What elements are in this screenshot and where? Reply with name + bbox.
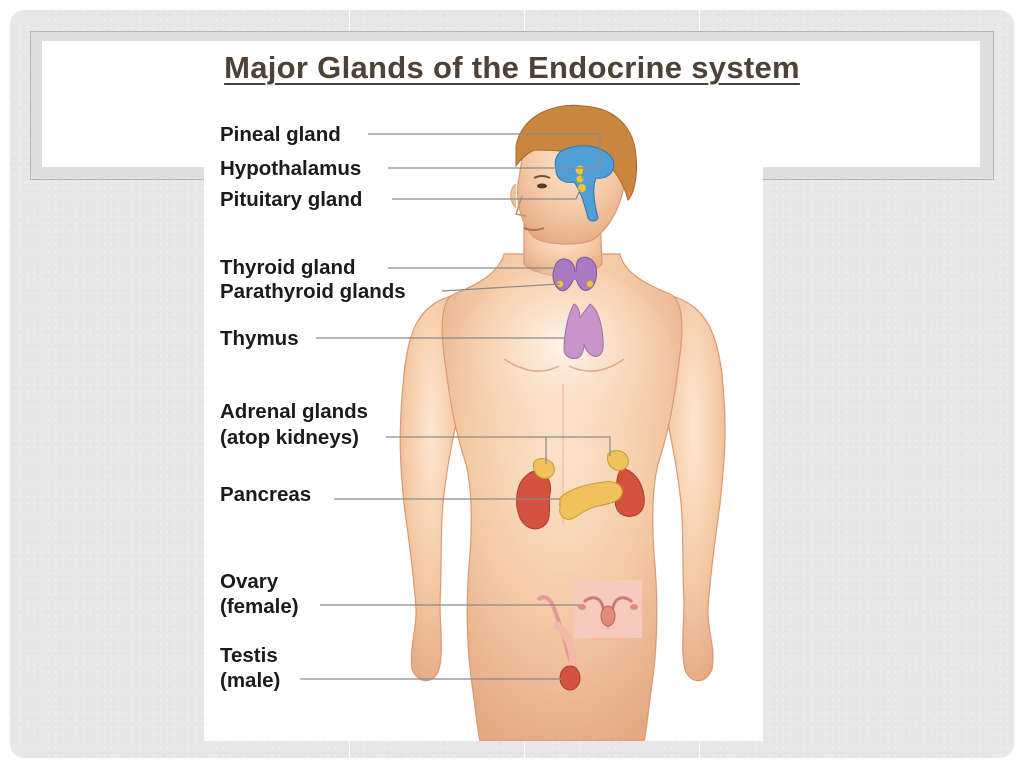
leader-lines: [300, 133, 611, 680]
pectoral-shading: [503, 358, 625, 372]
label-testis-note: (male): [220, 669, 281, 692]
divider: [699, 742, 700, 758]
male-reproductive: [536, 595, 581, 692]
body-illustration: [300, 104, 726, 741]
label-pineal-gland: Pineal gland: [220, 123, 341, 146]
thyroid-gland: [552, 256, 597, 292]
divider: [349, 742, 350, 758]
thymus: [563, 303, 604, 359]
parathyroid-gland: [586, 280, 594, 288]
label-ovary: Ovary: [220, 570, 279, 593]
label-ovary-note: (female): [220, 595, 299, 618]
slide-title: Major Glands of the Endocrine system: [224, 50, 800, 85]
hair: [515, 104, 637, 201]
right-kidney: [607, 450, 645, 517]
eye: [537, 183, 547, 189]
brain: [554, 145, 615, 222]
ovary-panel: [574, 580, 642, 638]
pancreas: [559, 481, 623, 520]
label-adrenal-glands-note: (atop kidneys): [220, 426, 359, 449]
eyebrow: [533, 175, 551, 179]
mouth: [523, 227, 545, 231]
right-adrenal-gland: [607, 450, 629, 471]
divider: [699, 10, 700, 32]
label-hypothalamus: Hypothalamus: [220, 157, 362, 180]
label-parathyroid-glands: Parathyroid glands: [220, 280, 406, 303]
divider: [349, 10, 350, 32]
label-pancreas: Pancreas: [220, 483, 312, 506]
chest-highlight: [454, 269, 674, 459]
left-adrenal-gland: [533, 458, 555, 479]
label-testis: Testis: [220, 644, 278, 667]
label-thyroid-gland: Thyroid gland: [220, 256, 356, 279]
divider: [524, 10, 525, 32]
endocrine-diagram: Pineal gland Hypothalamus Pituitary glan…: [204, 104, 763, 741]
ovary: [630, 604, 638, 610]
label-adrenal-glands: Adrenal glands: [220, 400, 369, 423]
testis: [559, 665, 581, 691]
head: [510, 104, 637, 245]
left-kidney: [516, 458, 555, 530]
nose: [515, 195, 527, 217]
label-thymus: Thymus: [220, 327, 299, 350]
divider: [524, 742, 525, 758]
label-pituitary-gland: Pituitary gland: [220, 188, 363, 211]
